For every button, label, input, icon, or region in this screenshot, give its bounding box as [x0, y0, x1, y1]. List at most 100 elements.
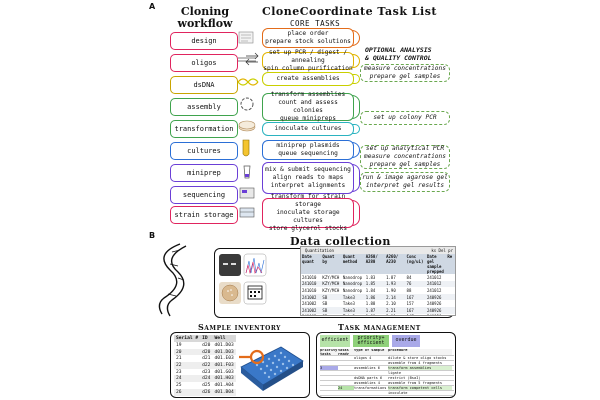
table-cell[interactable]: d01.H03: [214, 376, 234, 382]
quantitation-column-header[interactable]: Re: [446, 254, 455, 274]
window-toolbar-right[interactable]: ks Del pr: [431, 248, 453, 253]
table-cell[interactable]: d01.G03: [214, 369, 234, 375]
table-cell[interactable]: 240926: [426, 307, 442, 313]
table-cell[interactable]: 20: [176, 349, 182, 355]
inventory-column-header[interactable]: Serial #: [174, 335, 201, 342]
table-cell[interactable]: [446, 307, 455, 314]
table-cell[interactable]: [338, 366, 354, 370]
table-row[interactable]: ligate: [320, 371, 454, 376]
quantitation-column-header[interactable]: Quant method: [341, 254, 365, 274]
table-cell[interactable]: d01.A04: [214, 382, 234, 388]
table-cell[interactable]: [338, 371, 354, 375]
table-cell[interactable]: restrict (BsaI): [388, 376, 452, 380]
table-cell[interactable]: 84: [406, 274, 412, 280]
table-cell[interactable]: 241002: [302, 307, 317, 313]
table-cell[interactable]: d22: [202, 362, 211, 368]
table-cell[interactable]: 1.87: [386, 274, 396, 280]
table-cell[interactable]: ligate: [388, 371, 452, 375]
table-cell[interactable]: 2.14: [386, 294, 396, 300]
table-cell[interactable]: 240926: [426, 314, 446, 315]
table-cell[interactable]: 167: [406, 294, 414, 300]
quantitation-column-header[interactable]: Date gel sample prepped: [425, 254, 447, 274]
table-cell[interactable]: [354, 361, 388, 365]
table-cell[interactable]: [338, 381, 354, 385]
table-cell[interactable]: inoculate: [388, 391, 452, 395]
table-cell[interactable]: 157: [406, 301, 414, 307]
table-cell[interactable]: d26: [202, 389, 211, 395]
table-cell[interactable]: 88: [406, 287, 412, 293]
table-cell[interactable]: [338, 356, 354, 360]
table-cell[interactable]: 241010: [302, 281, 317, 287]
table-cell[interactable]: [320, 356, 338, 360]
table-cell[interactable]: 3: [320, 366, 338, 370]
table-cell[interactable]: [338, 391, 354, 395]
table-cell[interactable]: 19: [176, 342, 182, 348]
table-cell[interactable]: [320, 361, 338, 365]
table-cell[interactable]: 2.10: [386, 301, 396, 307]
table-cell[interactable]: 241012: [426, 281, 442, 287]
table-cell[interactable]: 167: [406, 307, 414, 313]
table-cell[interactable]: [446, 287, 455, 294]
table-cell[interactable]: 241012: [426, 287, 442, 293]
table-cell[interactable]: d24: [202, 376, 211, 382]
table-cell[interactable]: 240926: [426, 294, 442, 300]
table-cell[interactable]: [338, 361, 354, 365]
table-cell[interactable]: [446, 274, 455, 281]
quantitation-column-header[interactable]: Date quant: [301, 254, 322, 274]
table-cell[interactable]: 241002: [302, 301, 317, 307]
table-cell[interactable]: oligos 4: [354, 356, 388, 360]
inventory-column-header[interactable]: ID: [200, 335, 213, 342]
table-cell[interactable]: 147: [406, 314, 426, 315]
table-cell[interactable]: d01.D03: [214, 342, 234, 348]
table-cell[interactable]: dilute & store oligo stocks: [388, 356, 452, 360]
table-cell[interactable]: 23: [176, 369, 182, 375]
table-cell[interactable]: d23: [202, 369, 211, 375]
table-cell[interactable]: 1.87: [365, 307, 376, 313]
table-cell[interactable]: 21: [176, 356, 182, 362]
table-cell[interactable]: d01.E03: [214, 356, 234, 362]
table-cell[interactable]: [446, 314, 455, 315]
table-cell[interactable]: [354, 371, 388, 375]
table-cell[interactable]: 1.90: [386, 287, 396, 293]
table-cell[interactable]: transformations: [354, 386, 388, 390]
table-cell[interactable]: 24: [176, 376, 182, 382]
table-cell[interactable]: SB: [322, 294, 328, 300]
table-cell[interactable]: 1.85: [365, 281, 376, 287]
inventory-column-header[interactable]: Well: [212, 335, 236, 342]
table-cell[interactable]: [354, 391, 388, 395]
table-cell[interactable]: assemblies 4: [354, 381, 388, 385]
table-cell[interactable]: KZY/MCH: [322, 287, 340, 293]
table-cell[interactable]: 24: [338, 386, 354, 390]
table-cell[interactable]: Take3: [342, 307, 355, 313]
table-cell[interactable]: 1.84: [365, 287, 376, 293]
table-cell[interactable]: KZY/MCH: [322, 274, 340, 280]
table-cell[interactable]: d01.B04: [214, 389, 234, 395]
table-cell[interactable]: d20: [202, 342, 211, 348]
table-cell[interactable]: 1.88: [365, 301, 376, 307]
table-cell[interactable]: [446, 294, 455, 301]
table-cell[interactable]: 241012: [426, 274, 442, 280]
table-cell[interactable]: Take3: [342, 294, 355, 300]
table-cell[interactable]: 2.11: [385, 314, 405, 315]
table-cell[interactable]: Take3: [342, 314, 365, 315]
table-cell[interactable]: SB: [321, 314, 341, 315]
table-cell[interactable]: 241002: [301, 314, 321, 315]
table-cell[interactable]: 1.83: [365, 274, 376, 280]
table-cell[interactable]: Nanodrop: [342, 281, 363, 287]
table-cell[interactable]: d25: [202, 382, 211, 388]
